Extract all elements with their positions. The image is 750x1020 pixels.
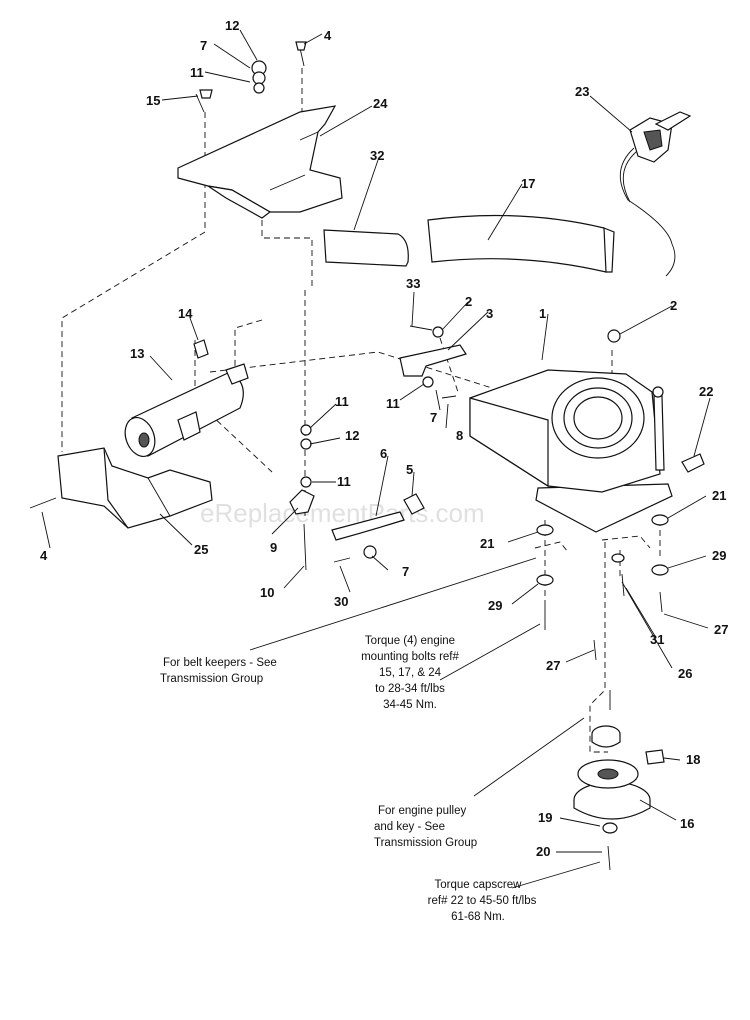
callout-27: 27 [546, 658, 560, 673]
part-18-key [645, 749, 665, 765]
callout-30: 30 [334, 594, 348, 609]
callout-25: 25 [194, 542, 208, 557]
svg-text:mounting bolts ref#: mounting bolts ref# [361, 651, 459, 663]
svg-text:For belt keepers - See: For belt keepers - See [163, 657, 277, 669]
svg-text:ref# 22 to 45-50 ft/lbs: ref# 22 to 45-50 ft/lbs [428, 895, 537, 907]
callout-7: 7 [430, 410, 437, 425]
svg-text:Torque (4) engine: Torque (4) engine [365, 635, 455, 647]
callout-29: 29 [488, 598, 502, 613]
svg-text:Transmission Group: Transmission Group [374, 837, 477, 849]
callout-15: 15 [146, 93, 160, 108]
part-32-shield [323, 229, 409, 267]
callout-24: 24 [373, 96, 388, 111]
note-engine-pulley: For engine pulley and key - See Transmis… [374, 805, 477, 849]
part-24-shroud [177, 105, 343, 219]
callout-33: 33 [406, 276, 420, 291]
callout-11: 11 [335, 394, 349, 409]
callout-18: 18 [686, 752, 700, 767]
callout-31: 31 [650, 632, 664, 647]
callout-17: 17 [521, 176, 535, 191]
callout-3: 3 [486, 306, 493, 321]
svg-text:and key - See: and key - See [374, 821, 445, 833]
svg-text:Transmission Group: Transmission Group [160, 673, 263, 685]
callout-14: 14 [178, 306, 193, 321]
callout-11: 11 [386, 396, 400, 411]
part-6-gasket [331, 511, 405, 541]
callout-19: 19 [538, 810, 552, 825]
callout-29: 29 [712, 548, 726, 563]
callout-7: 7 [402, 564, 409, 579]
part-1-engine [469, 369, 673, 533]
callout-21: 21 [712, 488, 726, 503]
part-3-bracket [399, 344, 467, 377]
part-23-throttle-control [619, 111, 692, 277]
callout-12: 12 [345, 428, 359, 443]
callout-16: 16 [680, 816, 694, 831]
part-25-muffler-shield [57, 447, 213, 529]
part-13-muffler [124, 363, 249, 457]
callout-9: 9 [270, 540, 277, 555]
svg-text:Torque capscrew: Torque capscrew [435, 879, 523, 891]
note-torque-engine: Torque (4) engine mounting bolts ref# 15… [361, 635, 459, 711]
svg-text:to 28-34 ft/lbs: to 28-34 ft/lbs [375, 683, 445, 695]
callout-11: 11 [190, 65, 204, 80]
svg-text:61-68 Nm.: 61-68 Nm. [451, 911, 505, 923]
callout-4: 4 [40, 548, 48, 563]
part-17-shield [427, 214, 610, 273]
svg-text:For engine pulley: For engine pulley [378, 805, 466, 817]
callout-26: 26 [678, 666, 692, 681]
callout-6: 6 [380, 446, 387, 461]
callout-20: 20 [536, 844, 550, 859]
watermark: eReplacementParts.com [200, 498, 485, 528]
callout-32: 32 [370, 148, 384, 163]
part-9-bracket [289, 489, 315, 515]
callout-12: 12 [225, 18, 239, 33]
svg-text:15, 17, & 24: 15, 17, & 24 [379, 667, 442, 679]
hardware [29, 41, 669, 871]
callout-21: 21 [480, 536, 494, 551]
callout-7: 7 [200, 38, 207, 53]
part-14-plug [193, 339, 209, 359]
part-22-fitting [681, 453, 705, 473]
callout-5: 5 [406, 462, 413, 477]
callouts: 12 7 11 4 15 24 32 17 23 33 2 3 1 2 14 1… [40, 18, 728, 859]
callout-11: 11 [337, 474, 351, 489]
note-torque-capscrew: Torque capscrew ref# 22 to 45-50 ft/lbs … [428, 879, 537, 923]
callout-27: 27 [714, 622, 728, 637]
leader-lines [41, 29, 711, 889]
engine-pulley [591, 725, 621, 748]
callout-23: 23 [575, 84, 589, 99]
note-belt-keepers: For belt keepers - See Transmission Grou… [160, 657, 277, 685]
callout-13: 13 [130, 346, 144, 361]
callout-1: 1 [539, 306, 546, 321]
callout-4: 4 [324, 28, 332, 43]
callout-2: 2 [670, 298, 677, 313]
callout-8: 8 [456, 428, 463, 443]
part-16-clutch [573, 759, 651, 820]
callout-2: 2 [465, 294, 472, 309]
callout-10: 10 [260, 585, 274, 600]
callout-22: 22 [699, 384, 713, 399]
svg-text:34-45 Nm.: 34-45 Nm. [383, 699, 437, 711]
